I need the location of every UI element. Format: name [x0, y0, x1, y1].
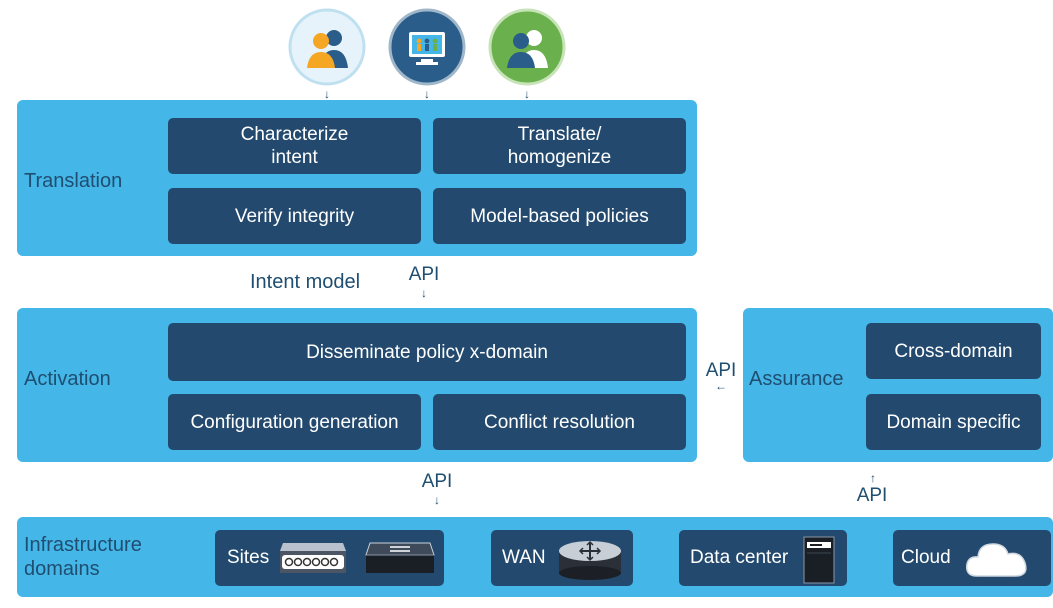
configuration-generation-label: Configuration generation — [190, 411, 399, 433]
translate-homogenize-label: Translate/ homogenize — [507, 124, 612, 168]
disseminate-policy-box: Disseminate policy x-domain — [168, 323, 686, 381]
disseminate-policy-label: Disseminate policy x-domain — [306, 341, 548, 363]
up-arrow-icon: ↑ — [870, 471, 876, 485]
infrastructure-label: Infrastructure domains — [24, 534, 142, 580]
translation-panel: Translation Characterize intent Translat… — [17, 100, 697, 256]
network-monitor-icon — [388, 8, 466, 86]
down-arrow-icon: ↓ — [434, 493, 440, 507]
switch-icon — [278, 541, 348, 581]
assurance-label: Assurance — [749, 368, 844, 390]
translate-homogenize-box: Translate/ homogenize — [433, 118, 686, 174]
api-label: API — [705, 360, 737, 381]
switch-icon — [364, 541, 436, 581]
left-arrow-icon: ← — [715, 379, 727, 393]
wan-item: WAN — [491, 530, 633, 586]
assurance-panel: Assurance Cross-domain Domain specific — [743, 308, 1053, 462]
down-arrow-icon: ↓ — [421, 286, 427, 300]
api-label: API — [408, 264, 440, 285]
translation-label: Translation — [24, 170, 123, 192]
characterize-intent-box: Characterize intent — [168, 118, 421, 174]
activation-panel: Activation Disseminate policy x-domain C… — [17, 308, 697, 462]
down-arrow-icon: ↓ — [524, 87, 530, 101]
model-based-policies-box: Model-based policies — [433, 188, 686, 244]
api-label: API — [856, 485, 888, 506]
configuration-generation-box: Configuration generation — [168, 394, 421, 450]
cross-domain-label: Cross-domain — [894, 340, 1013, 362]
intent-model-label: Intent model — [250, 271, 361, 293]
data-center-item: Data center — [679, 530, 847, 586]
sites-label: Sites — [227, 547, 270, 568]
server-icon — [801, 533, 837, 591]
users-icon — [288, 8, 366, 86]
cloud-label: Cloud — [901, 547, 951, 568]
down-arrow-icon: ↓ — [424, 87, 430, 101]
activation-label: Activation — [24, 368, 111, 390]
router-icon — [557, 537, 623, 587]
characterize-intent-label: Characterize intent — [240, 124, 349, 168]
wan-label: WAN — [502, 547, 546, 568]
data-center-label: Data center — [690, 547, 789, 568]
verify-integrity-box: Verify integrity — [168, 188, 421, 244]
verify-integrity-label: Verify integrity — [234, 205, 355, 227]
model-based-policies-label: Model-based policies — [470, 205, 649, 227]
conflict-resolution-label: Conflict resolution — [483, 411, 636, 433]
conflict-resolution-box: Conflict resolution — [433, 394, 686, 450]
domain-specific-label: Domain specific — [886, 411, 1021, 433]
user-pair-icon — [488, 8, 566, 86]
cloud-icon — [963, 536, 1031, 586]
domain-specific-box: Domain specific — [866, 394, 1041, 450]
cloud-item: Cloud — [893, 530, 1051, 586]
api-label: API — [421, 471, 453, 492]
cross-domain-box: Cross-domain — [866, 323, 1041, 379]
down-arrow-icon: ↓ — [324, 87, 330, 101]
sites-item: Sites — [215, 530, 444, 586]
infrastructure-panel: Infrastructure domains Sites — [17, 517, 1053, 597]
